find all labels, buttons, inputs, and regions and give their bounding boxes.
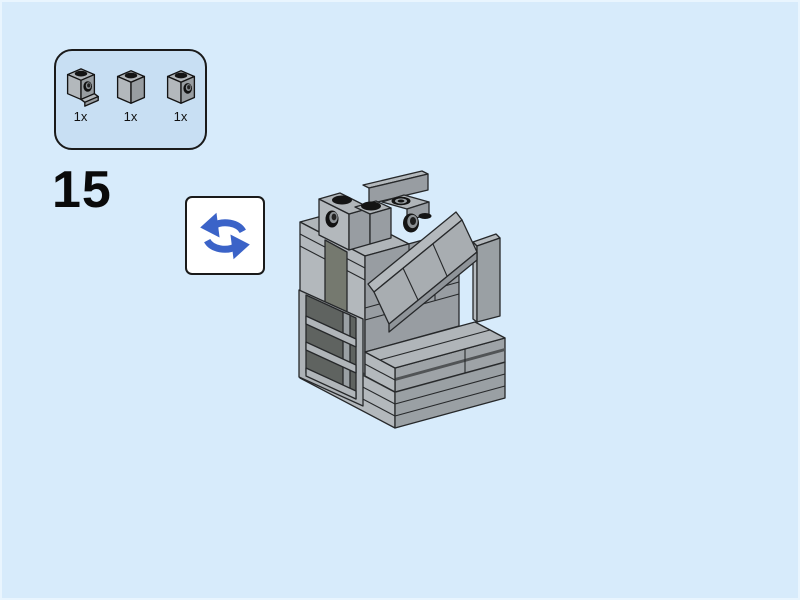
- model-illustration: [277, 150, 527, 445]
- brick-1x1-headlight-with-lip-icon: [66, 68, 99, 107]
- brick-1x1-icon: [116, 70, 145, 104]
- headlight-hole: [325, 210, 339, 228]
- part-count: 1x: [73, 109, 88, 124]
- part-count: 1x: [123, 109, 138, 124]
- lego-model-isometric: [298, 170, 506, 429]
- rotate-symbol-box: [185, 196, 265, 275]
- parts-panel: 1x 1x 1x: [54, 49, 207, 150]
- brick-1x1-side-hole-icon: [166, 70, 195, 104]
- rotate-icon: [200, 212, 250, 259]
- part-item: 1x: [109, 65, 153, 123]
- part-count: 1x: [173, 109, 188, 124]
- headlight-hole: [403, 213, 419, 233]
- recess-shelves: [298, 289, 364, 407]
- stud: [332, 195, 352, 205]
- step-number: 15: [52, 161, 112, 219]
- part-item: 1x: [59, 65, 103, 123]
- stud: [361, 201, 381, 211]
- part-item: 1x: [159, 65, 203, 123]
- stud: [418, 213, 432, 219]
- hollow-stud: [391, 196, 411, 206]
- top-bricks: [318, 192, 432, 251]
